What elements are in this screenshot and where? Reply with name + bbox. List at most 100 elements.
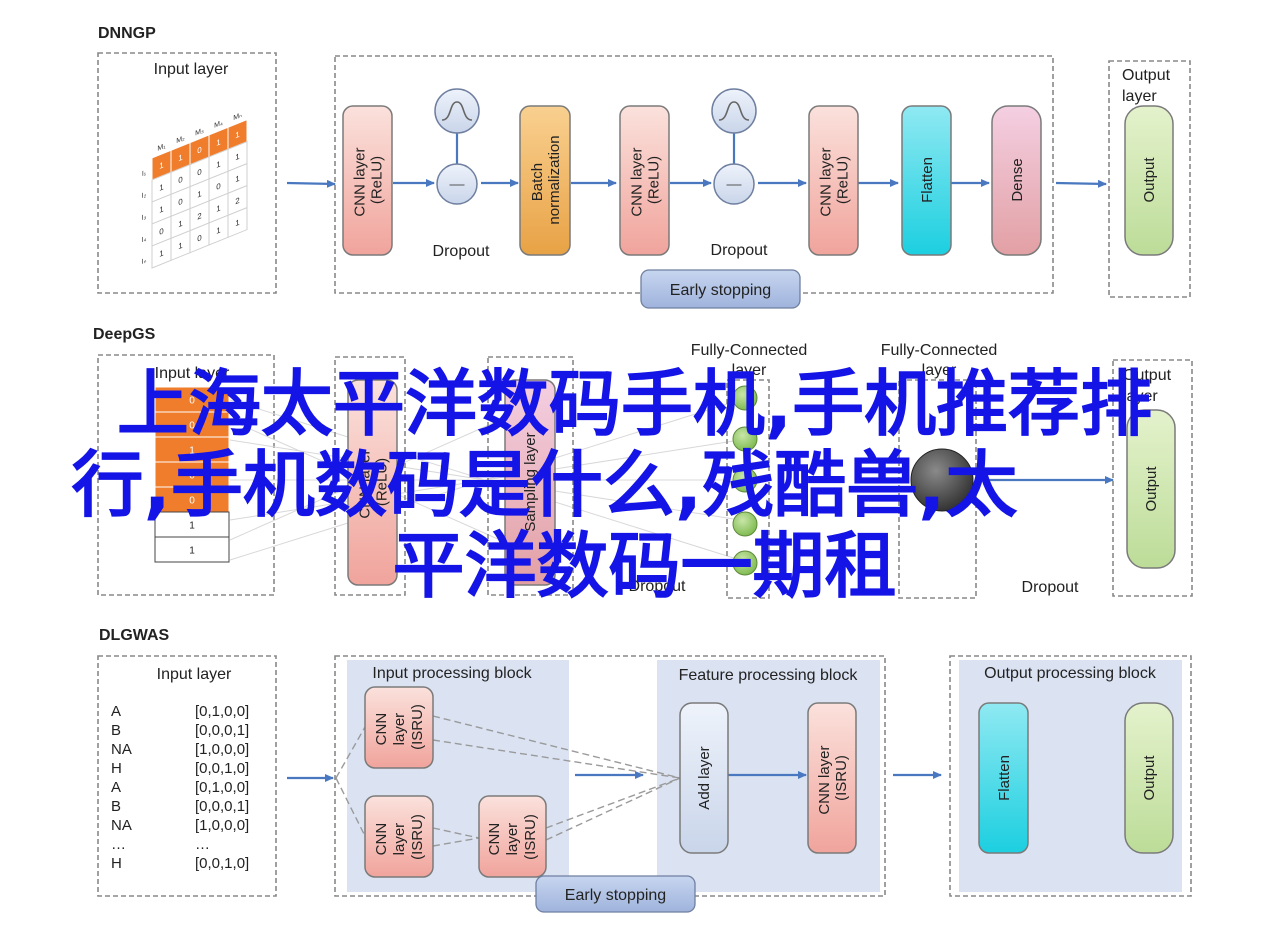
sequence-encoding: [1,0,0,0] [195, 741, 249, 758]
output-label: Output [1141, 755, 1158, 801]
flatten-label: Flatten [919, 157, 936, 203]
matrix-value: 1 [235, 173, 240, 185]
sequence-encoding: … [195, 836, 210, 853]
input-value: 0 [189, 471, 195, 482]
matrix-column-label: M₂ [176, 133, 185, 145]
early-stopping-label: Early stopping [565, 887, 666, 904]
matrix-value: 1 [235, 129, 240, 141]
cnn-isru-block [364, 795, 434, 878]
feature-processing-title: Feature processing block [679, 667, 859, 684]
output-layer-box [1112, 359, 1193, 597]
input-cell [154, 536, 230, 563]
sampling-layer-label: Sampling layer [522, 432, 539, 531]
cnn-isru-block [807, 702, 857, 854]
output-label: Output [1141, 157, 1158, 203]
sequence-base: H [111, 855, 122, 872]
flatten-block [901, 105, 952, 256]
input-cell [154, 461, 230, 488]
panel-dlgwas: DLGWAS Input layer A[0,1,0,0]B[0,0,0,1]N… [97, 627, 1192, 913]
fc-node [732, 550, 758, 576]
matrix-cell [227, 206, 248, 238]
fc-node [910, 448, 974, 512]
input-value: 0 [189, 496, 195, 507]
sequence-base: NA [111, 741, 132, 758]
output-block [1124, 105, 1174, 256]
fc-node [732, 467, 758, 493]
matrix-value: 1 [197, 188, 202, 200]
connection-lines [229, 399, 741, 561]
input-value: 0 [189, 396, 195, 407]
matrix-value: 1 [235, 151, 240, 163]
matrix-value: 1 [178, 152, 183, 164]
dropout-label: Dropout [1022, 579, 1079, 596]
panel-title-dnngp: DNNGP [98, 25, 156, 42]
matrix-value: 2 [235, 195, 240, 207]
matrix-value: 0 [178, 174, 183, 186]
matrix-value: 0 [197, 144, 202, 156]
sequence-base: NA [111, 817, 132, 834]
arrow [286, 179, 336, 188]
output-processing-box [949, 655, 1192, 897]
matrix-value: 1 [216, 224, 221, 236]
input-layer-title: Input layer [154, 61, 229, 78]
dropout-node [713, 163, 755, 205]
cnn-layer-box [334, 356, 406, 596]
matrix-value: 0 [159, 225, 164, 237]
cnn-layer-label: CNN layer (ReLU) [629, 143, 663, 216]
batch-normalization-block [519, 105, 571, 256]
cnn-layer-label: CNN layer (ReLU) [357, 445, 391, 518]
output-block [1124, 702, 1174, 854]
sequence-encoding: [0,0,0,1] [195, 722, 249, 739]
cnn-layer-block [808, 105, 859, 256]
output-layer-title: Output layer [1122, 67, 1174, 105]
early-stopping-label: Early stopping [670, 282, 771, 299]
input-cell [154, 511, 230, 538]
output-layer-box [1108, 60, 1191, 298]
dropout-label: Dropout [629, 578, 686, 595]
batch-normalization-label: Batch normalization [529, 135, 563, 224]
cnn-isru-label: CNN layer (ISRU) [486, 814, 539, 860]
sequence-base: … [111, 836, 126, 853]
cnn-isru-block [364, 686, 434, 769]
sequence-encoding: [1,0,0,0] [195, 817, 249, 834]
dropout-label: Dropout [711, 242, 768, 259]
cnn-layer-block [342, 105, 393, 256]
flatten-block [978, 702, 1029, 854]
dense-block [991, 105, 1042, 256]
dropout-label: Dropout [433, 243, 490, 260]
fc-node [732, 511, 758, 537]
matrix-column-label: M₁ [157, 141, 166, 153]
fc-layer-subtitle: layer [732, 362, 767, 379]
sampling-layer-box [487, 356, 574, 596]
sampling-layer-block [504, 379, 556, 586]
sequence-encoding: [0,0,0,1] [195, 798, 249, 815]
sequence-base: A [111, 779, 121, 796]
early-stopping-badge [535, 875, 696, 913]
input-layer-box [97, 655, 277, 897]
cnn-layer-block [619, 105, 670, 256]
activation-node [434, 88, 480, 134]
add-layer-label: Add layer [696, 746, 713, 809]
matrix-row-label: I₁ [142, 167, 147, 178]
matrix-value: 1 [159, 247, 164, 259]
input-layer-title: Input layer [155, 365, 230, 382]
cnn-isru-label: CNN layer (ISRU) [373, 704, 426, 750]
output-layer-title: Output layer [1123, 367, 1175, 405]
fc-layer-box [898, 379, 977, 599]
input-layer-box [97, 52, 277, 294]
early-stopping-badge [640, 269, 801, 309]
matrix-row-label: Iₙ [142, 256, 147, 267]
input-processing-title: Input processing block [372, 665, 532, 682]
fc-layer-subtitle: layer [922, 362, 957, 379]
sequence-base: B [111, 722, 121, 739]
fc-node [732, 385, 758, 411]
sequence-encoding: [0,0,1,0] [195, 855, 249, 872]
dense-label: Dense [1009, 158, 1026, 201]
output-label: Output [1143, 466, 1160, 512]
input-value: 1 [189, 446, 195, 457]
panel-title-deepgs: DeepGS [93, 326, 156, 343]
cnn-isru-label: CNN layer (ISRU) [816, 741, 850, 814]
input-cell [154, 486, 230, 513]
